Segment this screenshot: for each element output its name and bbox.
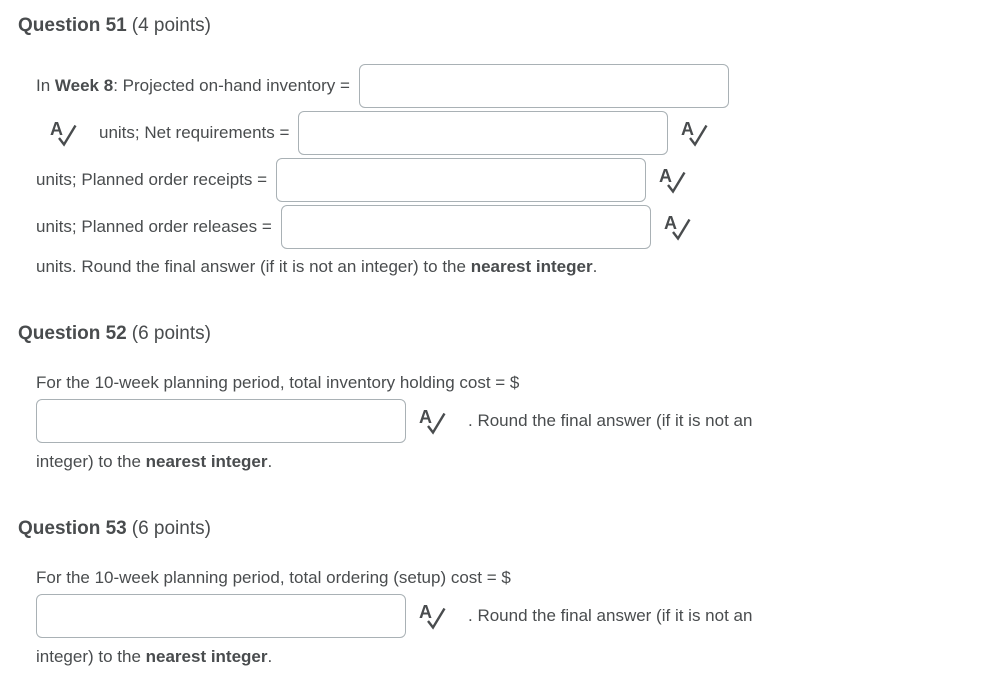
text-segment-bold: nearest integer: [145, 452, 268, 471]
question-51: Question 51(4 points) In Week 8: Project…: [18, 14, 981, 278]
svg-text:A: A: [664, 214, 677, 233]
svg-text:A: A: [419, 603, 432, 622]
text-segment: : Projected on-hand inventory =: [113, 76, 350, 95]
q52-answer-row: A . Round the final answer (if it is not…: [36, 399, 981, 443]
q53-round-text: . Round the final answer (if it is not a…: [468, 606, 753, 625]
svg-text:A: A: [659, 167, 672, 186]
q52-integer-text: integer) to the nearest integer.: [36, 451, 981, 473]
question-points: (4 points): [131, 15, 211, 36]
question-title: Question 53: [18, 518, 127, 539]
text-segment: integer) to the: [36, 452, 146, 471]
q51-blank-planned-order-receipts[interactable]: [276, 158, 647, 202]
spellcheck-icon[interactable]: A: [419, 407, 446, 435]
q52-round-text: . Round the final answer (if it is not a…: [468, 411, 753, 430]
spellcheck-icon[interactable]: A: [50, 119, 77, 147]
q51-blank-planned-order-releases[interactable]: [280, 205, 651, 249]
q53-integer-text: integer) to the nearest integer.: [36, 646, 981, 668]
text-segment: units. Round the final answer (if it is …: [36, 257, 471, 276]
question-52-header: Question 52(6 points): [18, 322, 981, 345]
q51-line2-text: units; Net requirements =: [99, 123, 290, 142]
svg-text:A: A: [681, 120, 694, 139]
spellcheck-icon[interactable]: A: [681, 119, 708, 147]
q52-blank-total-inventory-holding-cost[interactable]: [36, 399, 406, 443]
question-title: Question 52: [18, 323, 127, 344]
q51-line-2: A units; Net requirements = A: [36, 111, 981, 155]
q53-prompt-text: For the 10-week planning period, total o…: [36, 568, 511, 587]
q52-prompt-text: For the 10-week planning period, total i…: [36, 373, 520, 392]
question-53-header: Question 53(6 points): [18, 517, 981, 540]
q53-answer-row: A . Round the final answer (if it is not…: [36, 594, 981, 638]
q51-line-3: units; Planned order receipts = A: [36, 158, 981, 202]
question-points: (6 points): [131, 518, 211, 539]
svg-text:A: A: [419, 408, 432, 427]
q51-line-4: units; Planned order releases = A: [36, 205, 981, 249]
question-51-header: Question 51(4 points): [18, 14, 981, 37]
text-segment: .: [592, 257, 598, 276]
text-segment: .: [267, 452, 273, 471]
question-51-body: In Week 8: Projected on-hand inventory =…: [36, 64, 981, 278]
spellcheck-icon[interactable]: A: [664, 213, 691, 241]
spellcheck-icon[interactable]: A: [419, 602, 446, 630]
question-53: Question 53(6 points) For the 10-week pl…: [18, 517, 981, 668]
text-segment-bold: nearest integer: [145, 647, 268, 666]
q51-blank-net-requirements[interactable]: [298, 111, 669, 155]
question-52-body: For the 10-week planning period, total i…: [36, 372, 981, 473]
svg-text:A: A: [50, 120, 63, 139]
q51-line3-text: units; Planned order receipts =: [36, 170, 268, 189]
text-segment: .: [267, 647, 273, 666]
text-segment: In: [36, 76, 55, 95]
q51-line4-text: units; Planned order releases =: [36, 217, 272, 236]
q51-line1-text: In Week 8: Projected on-hand inventory =: [36, 75, 350, 97]
q51-blank-projected-on-hand-inventory[interactable]: [358, 64, 729, 108]
q51-line-1: In Week 8: Projected on-hand inventory =: [36, 64, 981, 108]
text-segment-bold: nearest integer: [470, 257, 593, 276]
question-title: Question 51: [18, 15, 127, 36]
text-segment-bold: Week 8: [54, 76, 114, 95]
text-segment: integer) to the: [36, 647, 146, 666]
spellcheck-icon[interactable]: A: [659, 166, 686, 194]
question-points: (6 points): [131, 323, 211, 344]
question-53-body: For the 10-week planning period, total o…: [36, 567, 981, 668]
q53-blank-total-ordering-setup-cost[interactable]: [36, 594, 406, 638]
question-52: Question 52(6 points) For the 10-week pl…: [18, 322, 981, 473]
q51-line5-text: units. Round the final answer (if it is …: [36, 256, 981, 278]
